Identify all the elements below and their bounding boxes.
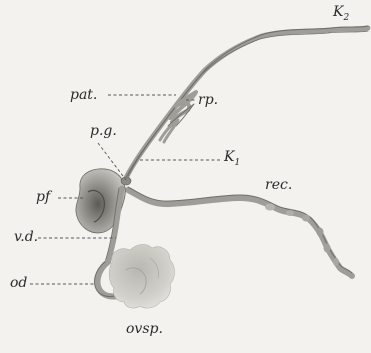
label-rec: rec. — [265, 178, 292, 192]
k2-duct — [124, 26, 368, 181]
label-vd: v.d. — [14, 230, 38, 244]
label-od: od — [10, 276, 27, 290]
label-pg: p.g. — [90, 124, 117, 138]
ovsp-body — [109, 244, 174, 308]
label-k2: K2 — [333, 5, 349, 23]
label-k1: K1 — [224, 150, 240, 168]
label-rp: rp. — [198, 93, 218, 107]
label-pf: pf — [36, 190, 50, 204]
pg-gland — [121, 177, 131, 185]
label-ovsp: ovsp. — [126, 322, 163, 336]
label-pat: pat. — [70, 88, 97, 102]
